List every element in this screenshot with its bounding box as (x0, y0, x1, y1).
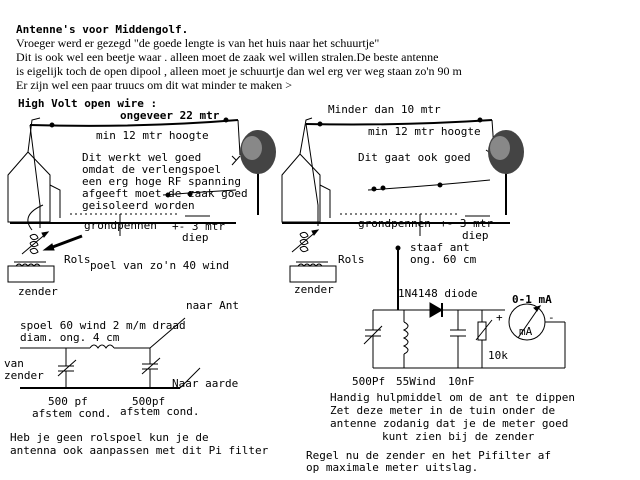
right-note: Dit gaat ook goed (358, 151, 471, 164)
intro-line-1: Vroeger werd er gezegd "de goede lengte … (16, 36, 380, 50)
right-ground-line (282, 213, 510, 236)
left-coil (21, 231, 83, 255)
meter-antenna-label-1: staaf ant (410, 241, 470, 254)
right-length-label: Minder dan 10 mtr (328, 103, 441, 116)
left-rols-label: Rols (64, 253, 91, 266)
meter-minus-label: - (548, 311, 555, 324)
left-note-line-3: een erg hoge RF spanning (82, 175, 241, 188)
pi-coil-spec-line-1: spoel 60 wind 2 m/m draad (20, 319, 186, 332)
left-note-line-2: omdat de verlengspoel (82, 163, 222, 176)
left-note-line-5: geisoleerd worden (82, 199, 195, 212)
pi-filter-circuit (20, 317, 201, 389)
left-transmitter-label: zender (18, 285, 58, 298)
meter-plus-label: + (496, 311, 503, 324)
meter-range-label: 0-1 mA (512, 293, 552, 306)
meter-note-line-1: Handig hulpmiddel om de ant te dippen (330, 391, 576, 404)
right-coil (291, 229, 320, 253)
left-coil-label: poel van zo'n 40 wind (90, 259, 230, 272)
pi-cap-right-value: 500pf (132, 395, 166, 408)
left-depth-label-1: +- 3 mtr (172, 220, 225, 233)
pi-coil-spec-line-2: diam. ong. 4 cm (20, 331, 120, 344)
left-note-line-4: afgeeft moet de zaak goed (82, 187, 248, 200)
pi-to-antenna-label: naar Ant (186, 299, 239, 312)
meter-antenna-label-2: ong. 60 cm (410, 253, 477, 266)
section-title-open-wire: High Volt open wire : (18, 97, 158, 110)
left-note-line-1: Dit werkt wel goed (82, 151, 202, 164)
pi-cap-left-value: 500 pf (48, 395, 88, 408)
pi-to-ground-label: Naar aarde (172, 377, 239, 390)
component-label-coil: 55Wind (396, 375, 436, 388)
diode-label: 1N4148 diode (398, 287, 478, 300)
meter-instruction-line-1: Regel nu de zender en het Pifilter af (306, 449, 552, 462)
left-house (7, 117, 61, 223)
right-depth-label-2: diep (462, 229, 489, 242)
left-ground-line (10, 213, 236, 236)
meter-unit-label: mA (519, 325, 533, 338)
intro-line-3: is eigelijk toch de open dipool , alleen… (16, 64, 462, 78)
right-rols-label: Rols (338, 253, 365, 266)
left-transmitter (7, 261, 55, 283)
right-ground-label: grondpennen (358, 217, 431, 230)
meter-note-line-2: Zet deze meter in de tuin onder de (330, 404, 556, 417)
component-label-cap: 500Pf (352, 375, 386, 388)
meter-instruction-line-2: op maximale meter uitslag. (306, 461, 479, 474)
intro-line-4: Er zijn wel een paar truucs om dit wat m… (16, 78, 293, 92)
right-depth-label-1: +- 3 mtr (440, 217, 493, 230)
page-title: Antenne's voor Middengolf. (16, 23, 189, 36)
meter-note-line-3: antenne zodanig dat je de meter goed (330, 417, 569, 430)
intro-line-2: Dit is ook wel een beetje waar . alleen … (16, 50, 439, 64)
component-label-decoupling: 10nF (448, 375, 475, 388)
pi-from-transmitter-1: van (4, 357, 24, 370)
pi-note-line-1: Heb je geen rolspoel kun je de (10, 431, 209, 444)
left-tree (240, 130, 276, 215)
right-height-label: min 12 mtr hoogte (368, 125, 481, 138)
left-ground-label: grondpennen (84, 219, 157, 232)
meter-note-line-4: kunt zien bij de zender (382, 430, 535, 443)
left-length-label: ongeveer 22 mtr (120, 109, 220, 122)
left-open-wire (27, 117, 241, 231)
right-transmitter-label: zender (294, 283, 334, 296)
meter-circuit (363, 245, 566, 369)
left-height-label: min 12 mtr hoogte (96, 129, 209, 142)
pi-cap-left-desc: afstem cond. (32, 407, 112, 420)
left-depth-label-2: diep (182, 231, 209, 244)
pi-from-transmitter-2: zender (4, 369, 44, 382)
resistor-label: 10k (488, 349, 508, 362)
pi-note-line-2: antenna ook aanpassen met dit Pi filter (10, 444, 269, 457)
pi-cap-right-desc: afstem cond. (120, 405, 200, 418)
right-open-wire (305, 117, 499, 226)
right-tree (488, 130, 524, 215)
right-transmitter (289, 261, 337, 283)
right-house (281, 117, 331, 223)
